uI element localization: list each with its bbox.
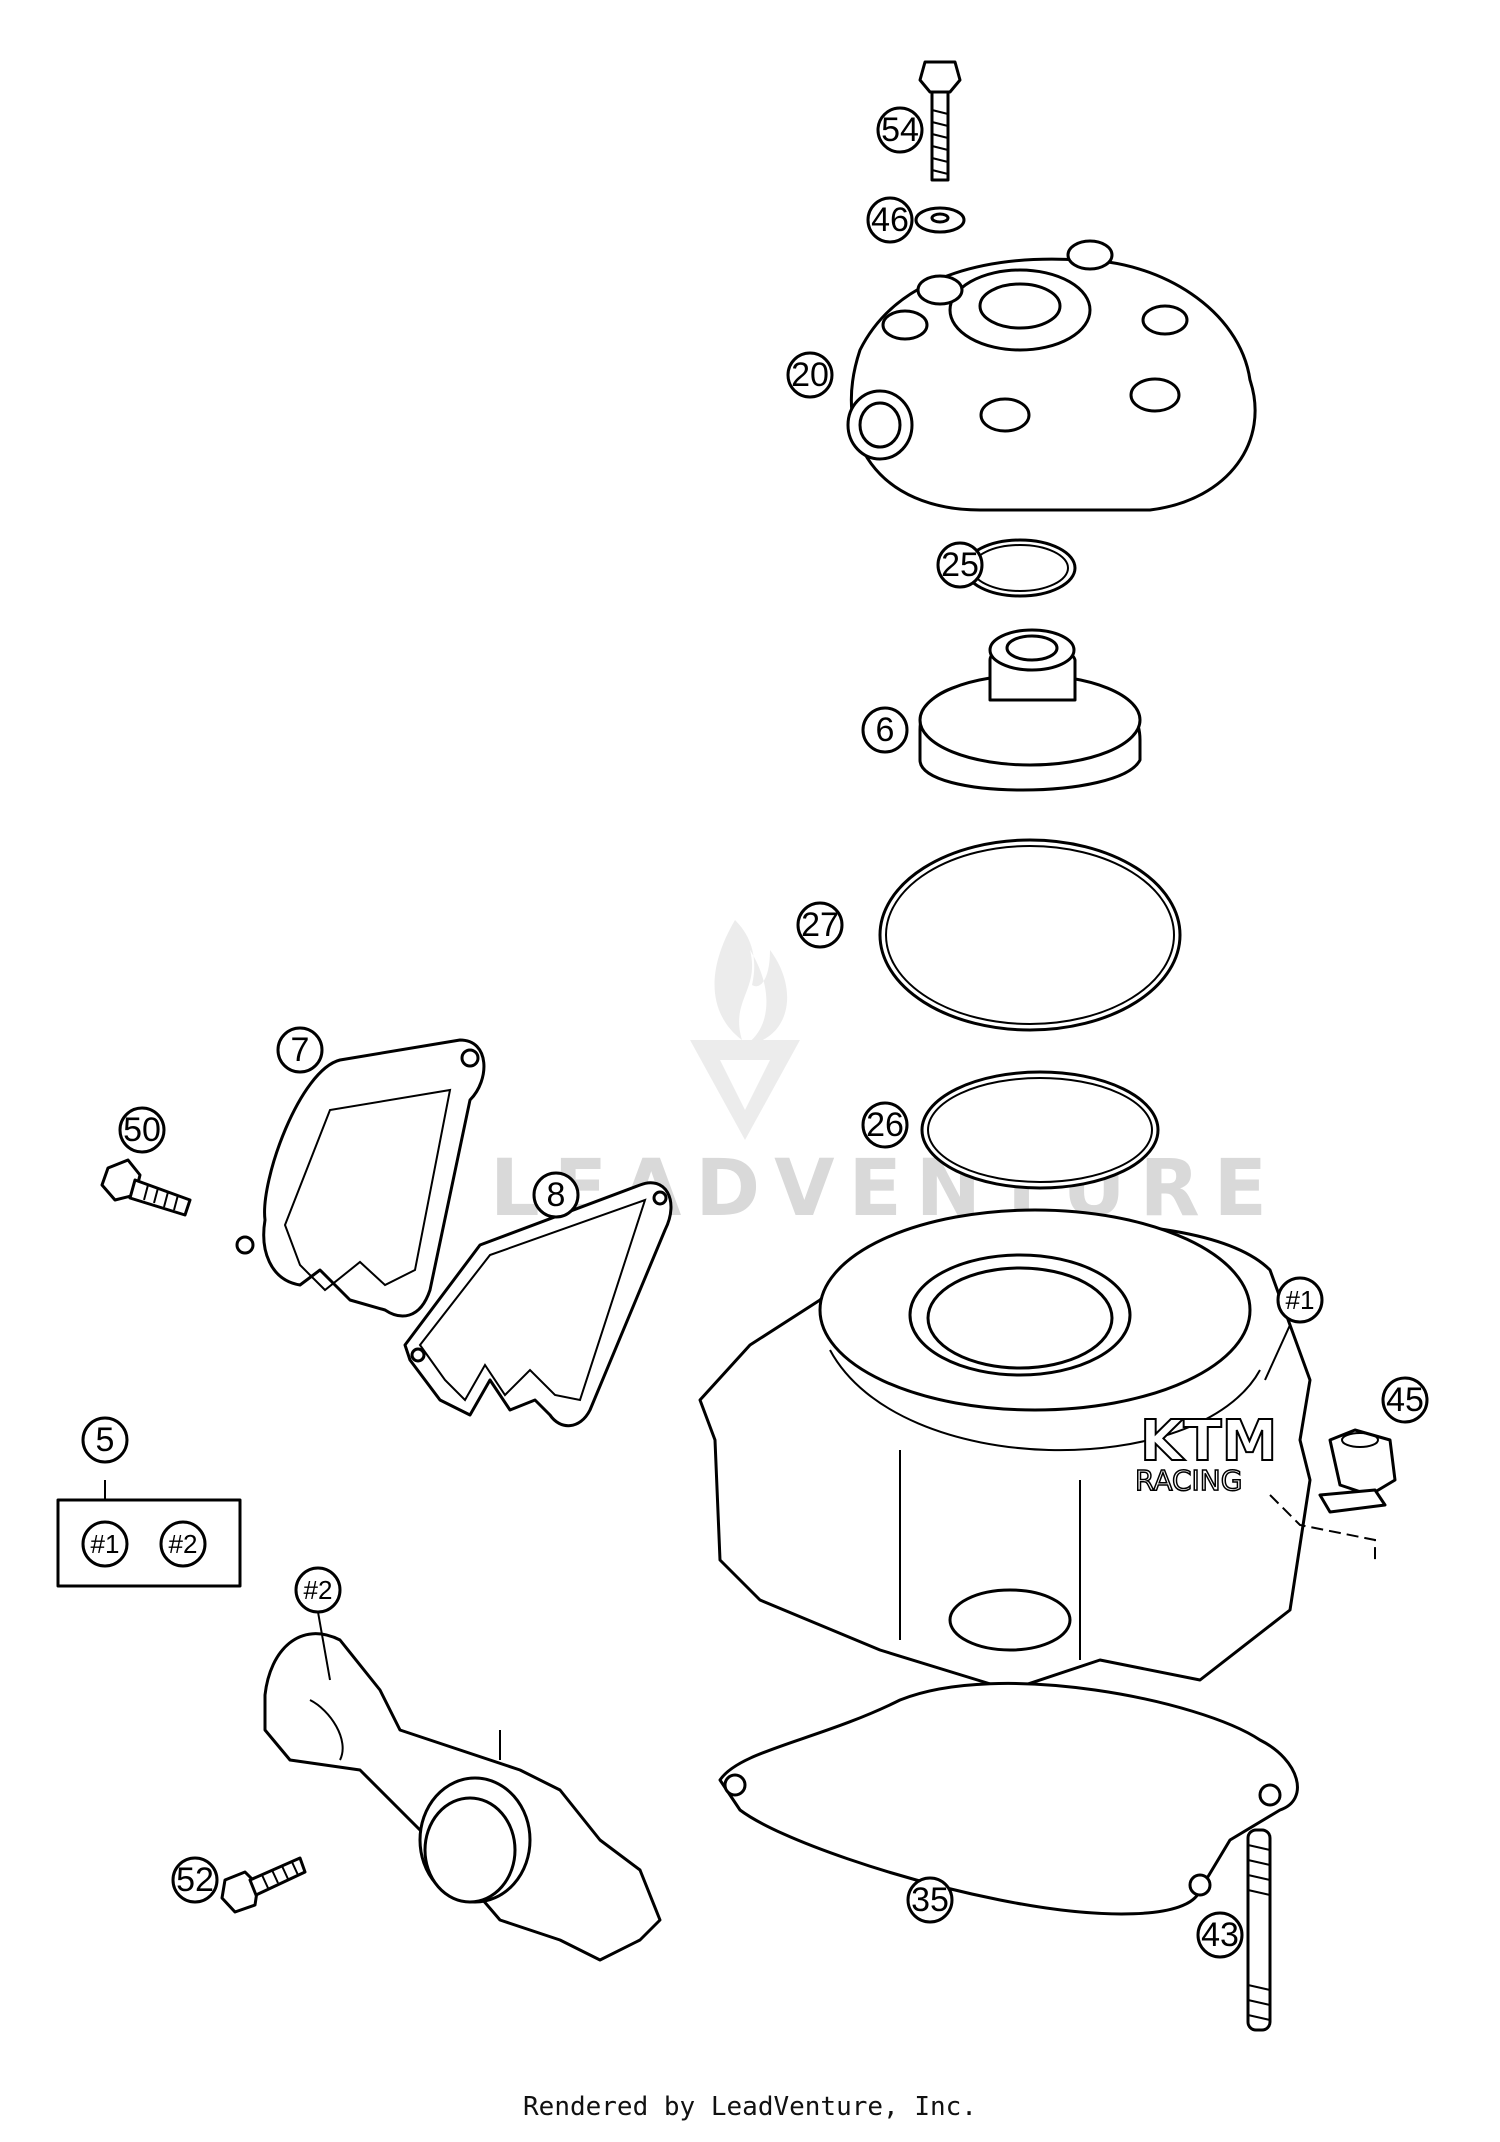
callout-27: 27 — [796, 901, 844, 949]
cylinder-head-20[interactable] — [846, 239, 1257, 512]
svg-text:#2: #2 — [304, 1575, 333, 1605]
callout-54: 54 — [876, 106, 924, 154]
gasket-8[interactable] — [403, 1181, 673, 1428]
svg-text:26: 26 — [866, 1106, 904, 1144]
callout-5: 5 — [81, 1416, 129, 1464]
svg-text:5: 5 — [96, 1421, 115, 1459]
callout-5-sub-1: #1 — [81, 1520, 129, 1568]
o-ring-26[interactable] — [920, 1070, 1160, 1190]
kit-box-5[interactable] — [56, 1480, 242, 1588]
callout-43: 43 — [1196, 1911, 1244, 1959]
svg-text:7: 7 — [291, 1031, 310, 1069]
svg-text:RACING: RACING — [1135, 1464, 1242, 1497]
svg-text:25: 25 — [941, 546, 979, 584]
svg-text:43: 43 — [1201, 1916, 1239, 1954]
svg-text:27: 27 — [801, 906, 839, 944]
washer-46[interactable] — [914, 206, 966, 234]
svg-text:54: 54 — [881, 111, 919, 149]
callout-45: 45 — [1381, 1376, 1429, 1424]
svg-text:KTM: KTM — [1140, 1409, 1277, 1474]
svg-text:6: 6 — [876, 711, 895, 749]
svg-text:#1: #1 — [91, 1529, 120, 1559]
callout-7: 7 — [276, 1026, 324, 1074]
callout-20: 20 — [786, 351, 834, 399]
footer-credit: Rendered by LeadVenture, Inc. — [523, 2092, 977, 2122]
callout-intake-2: #2 — [294, 1566, 342, 1681]
stud-43[interactable] — [1246, 1828, 1272, 2032]
svg-text:46: 46 — [871, 201, 909, 239]
callout-26: 26 — [861, 1101, 909, 1149]
callout-5-sub-2: #2 — [159, 1520, 207, 1568]
cover-7[interactable] — [235, 1038, 486, 1318]
o-ring-27[interactable] — [878, 838, 1182, 1032]
nut-45[interactable] — [1269, 1428, 1397, 1560]
callout-8: 8 — [532, 1171, 580, 1219]
callout-52: 52 — [171, 1856, 219, 1904]
svg-text:35: 35 — [911, 1881, 949, 1919]
intake-2[interactable] — [263, 1632, 662, 1962]
bolt-52[interactable] — [220, 1856, 307, 1914]
insert-6[interactable] — [918, 628, 1142, 792]
callout-50: 50 — [118, 1106, 166, 1154]
cylinder-1[interactable]: KTM RACING — [698, 1208, 1312, 1692]
svg-text:#2: #2 — [169, 1529, 198, 1559]
callout-35: 35 — [906, 1876, 954, 1924]
svg-text:#1: #1 — [1286, 1285, 1315, 1315]
bolt-54[interactable] — [918, 60, 962, 182]
callout-cylinder-1: #1 — [1264, 1276, 1324, 1381]
callout-46: 46 — [866, 196, 914, 244]
watermark-logo — [690, 920, 800, 1140]
svg-text:52: 52 — [176, 1861, 214, 1899]
callout-25: 25 — [936, 541, 984, 589]
svg-text:50: 50 — [123, 1111, 161, 1149]
svg-text:20: 20 — [791, 356, 829, 394]
gasket-35[interactable] — [718, 1681, 1299, 1916]
svg-text:45: 45 — [1386, 1381, 1424, 1419]
svg-text:8: 8 — [547, 1176, 566, 1214]
bolt-50[interactable] — [100, 1158, 192, 1217]
callout-6: 6 — [861, 706, 909, 754]
